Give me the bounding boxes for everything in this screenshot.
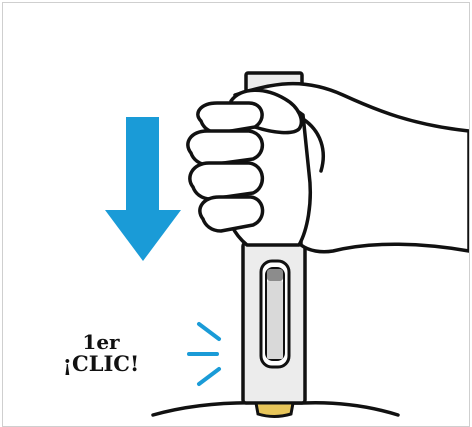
inspection-window (261, 261, 289, 367)
down-arrow-icon (105, 117, 181, 261)
hand (188, 84, 469, 252)
click-counter-text: 1er (41, 331, 161, 353)
click-text: ¡CLIC! (41, 353, 161, 375)
click-label: 1er ¡CLIC! (41, 331, 161, 375)
click-sound-icon (189, 324, 219, 384)
needle-shield (256, 403, 293, 417)
